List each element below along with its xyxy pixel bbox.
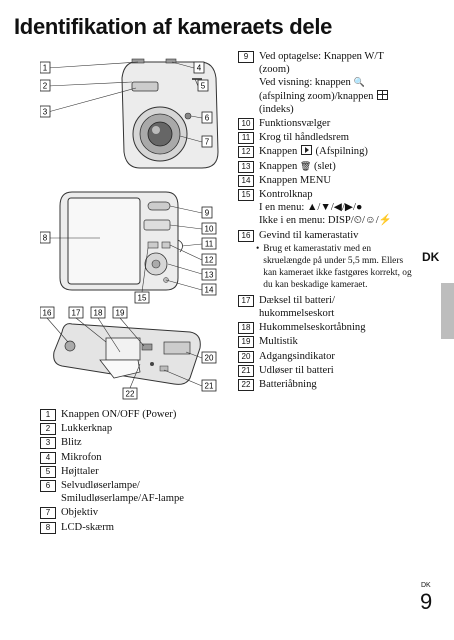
- callout-3: 3: [43, 108, 48, 117]
- list-item: 15 Kontrolknap I en menu: ▲/▼/◀/▶/● Ikke…: [238, 188, 414, 228]
- page-title: Identifikation af kameraets dele: [14, 14, 333, 39]
- callout-11: 11: [205, 240, 214, 249]
- magnifier-icon: 🔍: [353, 77, 365, 88]
- callout-6: 6: [205, 114, 210, 123]
- list-item: 9 Ved optagelse: Knappen W/T (zoom) Ved …: [238, 50, 414, 116]
- callout-14: 14: [205, 286, 214, 295]
- playback-icon: [300, 145, 312, 156]
- camera-illustration: 1 2 3 4 5 6 7 8 9 10 11 12 13 14: [40, 58, 219, 400]
- callout-7: 7: [205, 138, 210, 147]
- callout-4: 4: [197, 64, 202, 73]
- callout-20: 20: [205, 354, 214, 363]
- camera-bottom-view: [53, 323, 201, 385]
- callout-22: 22: [126, 390, 135, 399]
- index-icon: [377, 89, 389, 100]
- callout-19: 19: [116, 309, 125, 318]
- callout-8: 8: [43, 234, 48, 243]
- side-tab-bar: [441, 283, 454, 339]
- footer-language: DK: [421, 582, 431, 589]
- camera-front-view: [121, 58, 219, 169]
- callout-21: 21: [205, 382, 214, 391]
- callout-2: 2: [43, 82, 48, 91]
- note-bullet: •Brug et kamerastativ med en skruelængde…: [256, 243, 412, 290]
- callout-15: 15: [138, 294, 147, 303]
- callout-1: 1: [43, 64, 48, 73]
- callout-17: 17: [72, 309, 81, 318]
- camera-back-view: [59, 191, 183, 291]
- callout-10: 10: [205, 225, 214, 234]
- callout-16: 16: [43, 309, 52, 318]
- callout-5: 5: [201, 82, 206, 91]
- trash-icon: 🗑: [299, 160, 312, 171]
- callout-13: 13: [205, 271, 214, 280]
- page-number: 9: [420, 589, 433, 614]
- parts-list-right: 9 Ved optagelse: Knappen W/T (zoom) Ved …: [238, 50, 414, 392]
- callout-18: 18: [94, 309, 103, 318]
- language-tab-label: DK: [422, 250, 440, 264]
- callout-9: 9: [205, 209, 210, 218]
- callout-12: 12: [205, 256, 214, 265]
